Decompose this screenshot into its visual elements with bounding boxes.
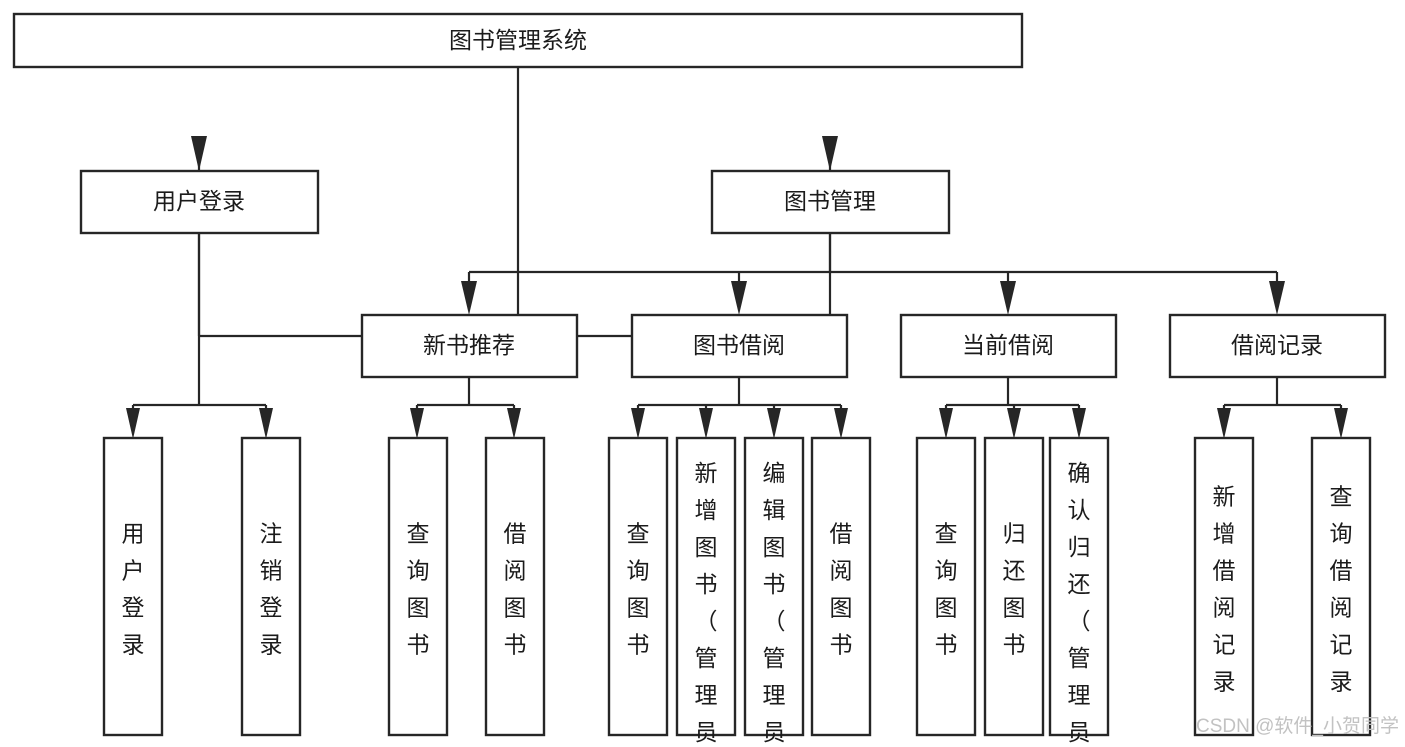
node-new-book-rec-label: 新书推荐: [423, 332, 515, 358]
leaf-query-record-label: 查询借阅记录: [1330, 483, 1353, 694]
node-user-login[interactable]: 用户登录: [79, 169, 320, 235]
arrowhead-leaf-query-book-2: [631, 408, 645, 439]
node-root[interactable]: 图书管理系统: [12, 12, 1024, 69]
leaf-edit-book[interactable]: 编辑图书（管理员）: [743, 436, 805, 747]
arrowhead-leaf-borrow-book-1: [507, 408, 521, 439]
arrowhead-leaf-logout: [259, 408, 273, 439]
leaf-logout-box[interactable]: [240, 436, 302, 737]
node-borrow-record[interactable]: 借阅记录: [1168, 313, 1387, 379]
leaf-confirm-return[interactable]: 确认归还（管理员）: [1048, 436, 1110, 747]
node-root-box[interactable]: [12, 12, 1024, 69]
leaf-borrow-book-2-label: 借阅图书: [830, 520, 853, 657]
leaf-return-book-label: 归还图书: [1003, 520, 1026, 657]
arrowhead-leaf-add-book: [699, 408, 713, 439]
arrowhead-user-login: [191, 136, 207, 171]
node-root-label: 图书管理系统: [449, 27, 587, 53]
leaf-query-book-2[interactable]: 查询图书: [607, 436, 669, 737]
arrowhead-leaf-query-book-3: [939, 408, 953, 439]
leaf-query-book-3-box[interactable]: [915, 436, 977, 737]
leaf-add-book-label: 新增图书（管理员）: [695, 460, 718, 747]
leaf-edit-book-label: 编辑图书（管理员）: [763, 460, 786, 747]
arrowhead-borrow-record: [1269, 281, 1285, 315]
leaf-query-book-3[interactable]: 查询图书: [915, 436, 977, 737]
leaf-return-book-box[interactable]: [983, 436, 1045, 737]
leaf-user-login[interactable]: 用户登录: [102, 436, 164, 737]
node-current-borrow-box[interactable]: [899, 313, 1118, 379]
leaf-query-book-1[interactable]: 查询图书: [387, 436, 449, 737]
arrowhead-book-manage: [822, 136, 838, 171]
leaf-add-record[interactable]: 新增借阅记录: [1193, 436, 1255, 737]
leaf-confirm-return-box[interactable]: [1048, 436, 1110, 737]
node-book-manage-label: 图书管理: [784, 188, 876, 214]
leaf-user-login-box[interactable]: [102, 436, 164, 737]
node-new-book-rec-box[interactable]: [360, 313, 579, 379]
arrowhead-leaf-edit-book: [767, 408, 781, 439]
node-book-manage[interactable]: 图书管理: [710, 169, 951, 235]
node-new-book-rec[interactable]: 新书推荐: [360, 313, 579, 379]
arrowhead-leaf-query-record: [1334, 408, 1348, 439]
leaf-add-record-label: 新增借阅记录: [1213, 483, 1236, 694]
node-user-login-label: 用户登录: [153, 188, 245, 214]
leaf-borrow-book-1-label: 借阅图书: [504, 520, 527, 657]
arrowhead-leaf-borrow-book-2: [834, 408, 848, 439]
leaf-borrow-book-1-box[interactable]: [484, 436, 546, 737]
leaf-confirm-return-label: 确认归还（管理员）: [1068, 460, 1091, 747]
node-book-manage-box[interactable]: [710, 169, 951, 235]
leaf-add-book-box[interactable]: [675, 436, 737, 737]
leaf-add-book[interactable]: 新增图书（管理员）: [675, 436, 737, 747]
leaf-query-book-2-label: 查询图书: [627, 520, 650, 657]
arrowhead-leaf-user-login: [126, 408, 140, 439]
leaf-logout-label: 注销登录: [260, 520, 283, 657]
node-book-borrow-box[interactable]: [630, 313, 849, 379]
node-current-borrow-label: 当前借阅: [962, 332, 1054, 358]
leaf-query-record-box[interactable]: [1310, 436, 1372, 737]
arrowhead-leaf-query-book-1: [410, 408, 424, 439]
node-borrow-record-box[interactable]: [1168, 313, 1387, 379]
node-book-borrow[interactable]: 图书借阅: [630, 313, 849, 379]
arrowhead-leaf-add-record: [1217, 408, 1231, 439]
arrowhead-book-borrow: [731, 281, 747, 315]
leaf-query-book-2-box[interactable]: [607, 436, 669, 737]
arrowhead-new-book-rec: [461, 281, 477, 315]
node-user-login-box[interactable]: [79, 169, 320, 235]
node-book-borrow-label: 图书借阅: [693, 332, 785, 358]
csdn-watermark: CSDN @软件_小贺同学: [1196, 715, 1399, 737]
connector-layer: [126, 67, 1348, 439]
node-current-borrow[interactable]: 当前借阅: [899, 313, 1118, 379]
leaf-query-book-1-box[interactable]: [387, 436, 449, 737]
arrowhead-leaf-return-book: [1007, 408, 1021, 439]
leaf-query-book-3-label: 查询图书: [935, 520, 958, 657]
leaf-query-record[interactable]: 查询借阅记录: [1310, 436, 1372, 737]
node-borrow-record-label: 借阅记录: [1231, 332, 1323, 358]
leaf-return-book[interactable]: 归还图书: [983, 436, 1045, 737]
leaf-borrow-book-2-box[interactable]: [810, 436, 872, 737]
arrowhead-current-borrow: [1000, 281, 1016, 315]
leaf-query-book-1-label: 查询图书: [407, 520, 430, 657]
leaf-user-login-label: 用户登录: [122, 520, 145, 657]
leaf-edit-book-box[interactable]: [743, 436, 805, 737]
leaf-logout[interactable]: 注销登录: [240, 436, 302, 737]
arrowhead-leaf-confirm-return: [1072, 408, 1086, 439]
leaf-borrow-book-1[interactable]: 借阅图书: [484, 436, 546, 737]
leaf-add-record-box[interactable]: [1193, 436, 1255, 737]
leaf-borrow-book-2[interactable]: 借阅图书: [810, 436, 872, 737]
